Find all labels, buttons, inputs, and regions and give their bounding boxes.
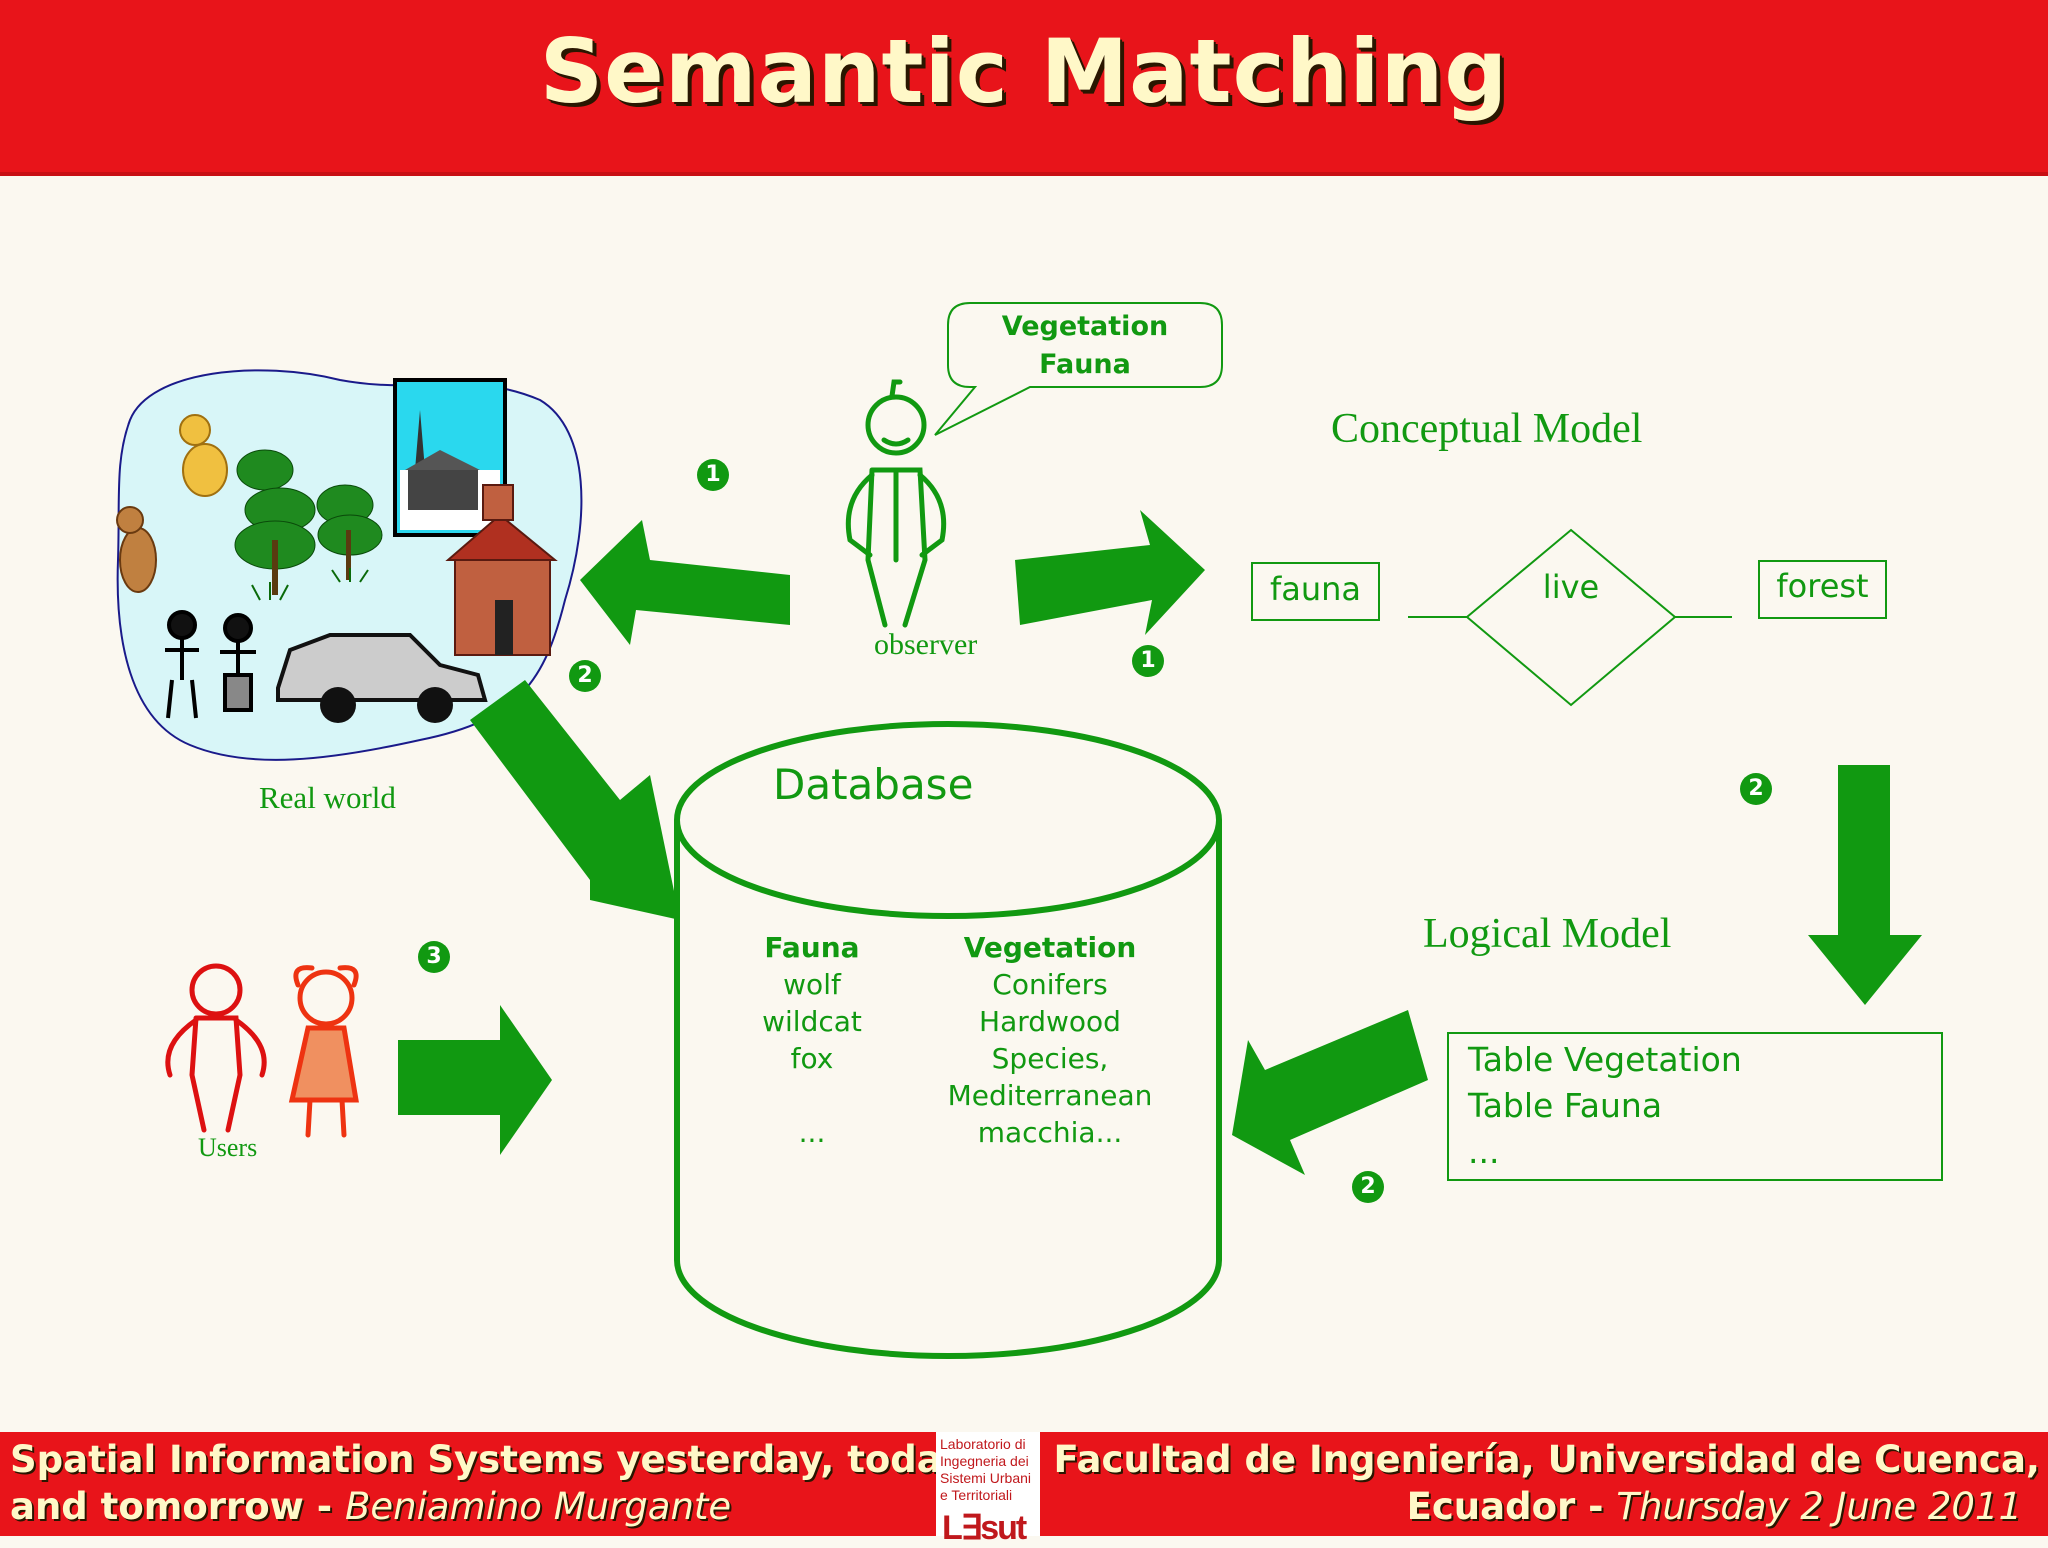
db-vegetation-item: Species,: [991, 1042, 1109, 1075]
users-figures: [165, 963, 359, 1138]
footer-left-line1: Spatial Information Systems yesterday, t…: [10, 1438, 965, 1481]
db-fauna-item: ...: [798, 1116, 826, 1149]
db-fauna-item: [742, 1077, 882, 1114]
observer-label: observer: [874, 628, 978, 661]
arrows: [398, 510, 1922, 1175]
step-badge-2: 2: [1352, 1171, 1384, 1203]
db-vegetation-head: Vegetation: [963, 931, 1137, 964]
er-relation-live: live: [1542, 568, 1600, 606]
step-badge-3: 3: [418, 941, 450, 973]
real-world-label: Real world: [259, 780, 396, 815]
conceptual-model-label: Conceptual Model: [1331, 406, 1643, 452]
logical-table-box: [1447, 1032, 1943, 1181]
footer-left-line2: and tomorrow - Beniamino Murgante: [10, 1485, 731, 1528]
footer-left-bold: and tomorrow: [10, 1485, 304, 1528]
db-fauna-item: wildcat: [762, 1005, 862, 1038]
footer-right-line1: Facultad de Ingeniería, Universidad de C…: [1053, 1438, 2040, 1481]
logical-table-item: ...: [1468, 1132, 1500, 1171]
db-vegetation-item: Conifers: [992, 968, 1108, 1001]
db-fauna-item: wolf: [783, 968, 841, 1001]
db-fauna-head: Fauna: [764, 931, 860, 964]
step-badge-1: 1: [697, 459, 729, 491]
step-badge-1: 1: [1132, 645, 1164, 677]
users-label: Users: [198, 1133, 258, 1162]
speech-text: Vegetation Fauna: [948, 308, 1222, 384]
er-diagram: [1251, 528, 1887, 707]
logical-model-label: Logical Model: [1423, 911, 1672, 957]
logical-table-item: Table Vegetation: [1468, 1040, 1742, 1079]
footer-left-sep: -: [303, 1485, 345, 1528]
er-entity-fauna: fauna: [1269, 570, 1362, 608]
db-vegetation-item: Hardwood: [979, 1005, 1121, 1038]
lab-logo: Laboratorio di Ingegneria dei Sistemi Ur…: [936, 1432, 1040, 1547]
db-vegetation-item: Mediterranean: [947, 1079, 1153, 1112]
logo-text: Laboratorio di Ingegneria dei Sistemi Ur…: [940, 1436, 1032, 1503]
step-badge-2: 2: [1740, 773, 1772, 805]
real-world-illustration: [116, 369, 583, 761]
logical-table-item: Table Fauna: [1468, 1086, 1663, 1125]
title-bar: Semantic Matching: [0, 0, 2048, 172]
database-cylinder: [674, 721, 1222, 1359]
slide-title: Semantic Matching: [539, 20, 1509, 123]
footer-author: Beniamino Murgante: [344, 1485, 732, 1528]
observer-figure: [845, 379, 947, 628]
db-fauna-column: Fauna wolf wildcat fox ...: [742, 929, 882, 1151]
footer-date: Thursday 2 June 2011: [1616, 1485, 2022, 1528]
speech-line-vegetation: Vegetation: [1001, 311, 1169, 342]
db-vegetation-column: Vegetation Conifers Hardwood Species, Me…: [945, 929, 1155, 1151]
db-vegetation-item: macchia...: [977, 1116, 1123, 1149]
database-label: Database: [773, 760, 974, 809]
speech-line-fauna: Fauna: [1039, 349, 1131, 380]
logical-table-list: Table Vegetation Table Fauna ...: [1468, 1037, 1742, 1175]
db-fauna-item: fox: [790, 1042, 834, 1075]
footer-right-bold: Ecuador: [1406, 1485, 1576, 1528]
footer-right-sep: -: [1575, 1485, 1617, 1528]
footer-right-line2: Ecuador - Thursday 2 June 2011: [1407, 1485, 2022, 1528]
logo-mark: L∃sut: [942, 1509, 1027, 1547]
step-badge-2: 2: [569, 660, 601, 692]
speech-bubble: [934, 302, 1223, 436]
er-entity-forest: forest: [1776, 567, 1869, 605]
